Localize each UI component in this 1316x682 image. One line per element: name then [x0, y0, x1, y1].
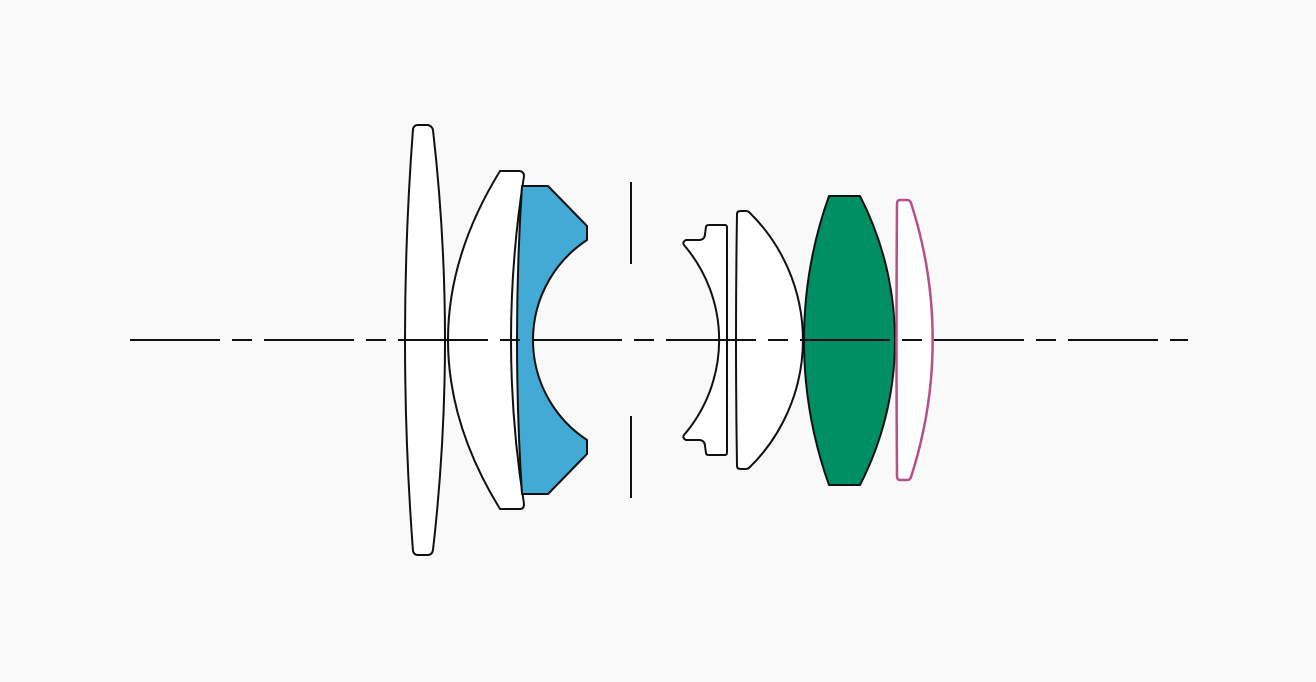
element-3	[516, 185, 588, 495]
element-4	[682, 224, 728, 456]
